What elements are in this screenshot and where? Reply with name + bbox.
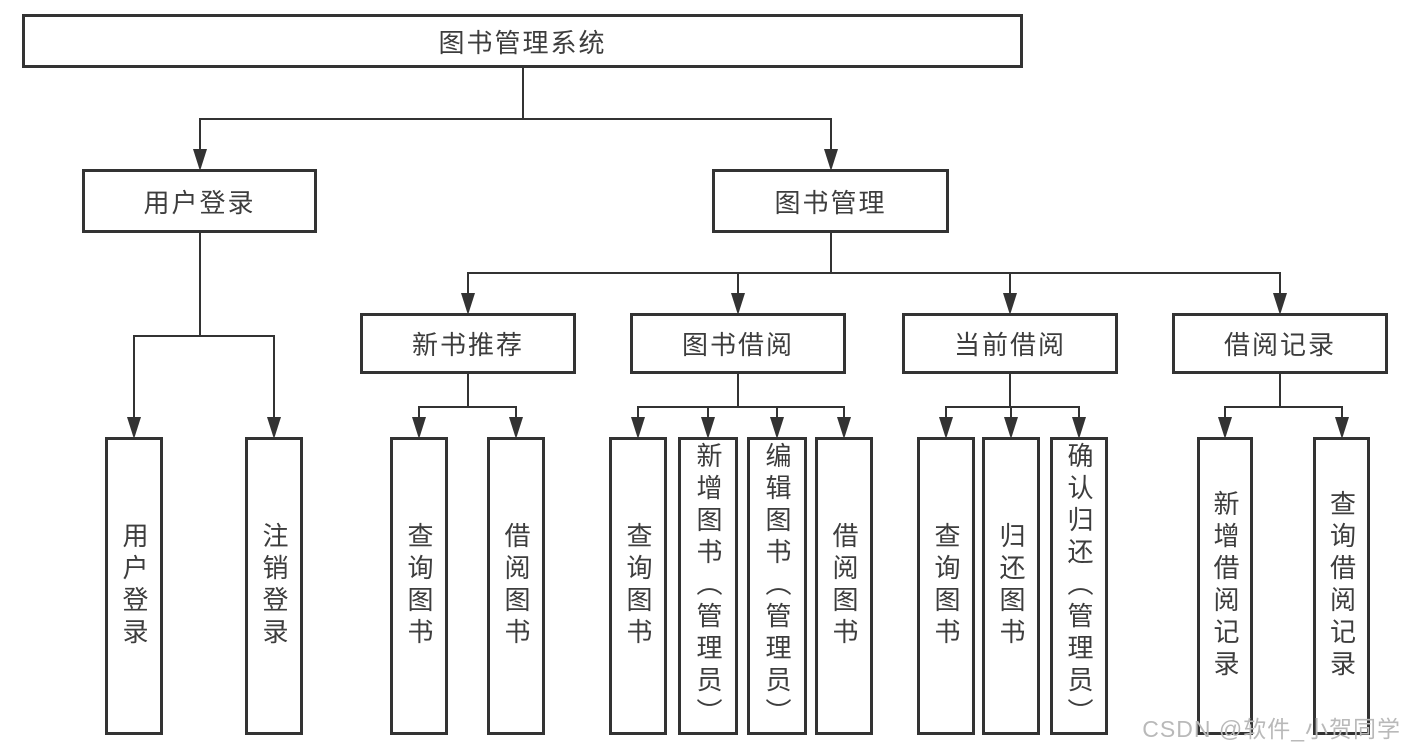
node-bb-borrow-books: 借阅图书	[815, 437, 873, 735]
node-br-query-record: 查询借阅记录	[1313, 437, 1370, 735]
connector-drop	[133, 335, 135, 419]
connector-stem	[829, 233, 832, 274]
node-label: 编辑图书（管理员）	[762, 442, 792, 730]
node-label: 确认归还（管理员）	[1064, 442, 1094, 730]
node-label: 图书借阅	[681, 330, 794, 360]
connector-stem	[1279, 374, 1281, 408]
node-label: 新书推荐	[411, 330, 524, 360]
connector-drop	[198, 118, 201, 151]
node-borrow-records: 借阅记录	[1172, 313, 1388, 374]
connector-stem	[198, 233, 201, 337]
connector-drop	[1340, 406, 1343, 419]
connector-drop	[776, 406, 778, 419]
connector-drop	[945, 406, 947, 419]
connector-drop	[829, 118, 832, 151]
connector-bar	[418, 406, 517, 408]
arrow-down-icon	[701, 417, 715, 439]
connector-bar	[467, 272, 1281, 274]
node-user-login: 用户登录	[82, 169, 317, 233]
node-label: 查询图书	[623, 522, 653, 650]
node-label: 借阅图书	[501, 522, 531, 650]
arrow-down-icon	[1273, 293, 1287, 315]
arrow-down-icon	[939, 417, 953, 439]
connector-bar	[198, 118, 832, 120]
node-label: 查询图书	[404, 522, 434, 650]
arrow-down-icon	[267, 417, 281, 439]
arrow-down-icon	[192, 149, 207, 171]
connector-bar	[1224, 406, 1343, 408]
connector-drop	[637, 406, 639, 419]
connector-drop	[418, 406, 420, 419]
node-book-borrowing: 图书借阅	[630, 313, 846, 374]
connector-drop	[273, 335, 275, 419]
node-label: 注销登录	[259, 522, 289, 650]
arrow-down-icon	[1004, 417, 1018, 439]
arrow-down-icon	[731, 293, 745, 315]
connector-drop	[1009, 272, 1011, 295]
connector-drop	[1010, 406, 1012, 419]
node-book-management: 图书管理	[712, 169, 949, 233]
node-nb-query-books: 查询图书	[390, 437, 448, 735]
arrow-down-icon	[127, 417, 141, 439]
node-nb-borrow-books: 借阅图书	[487, 437, 545, 735]
node-cb-query-books: 查询图书	[917, 437, 975, 735]
node-label: 新增借阅记录	[1210, 490, 1240, 682]
node-label: 当前借阅	[953, 330, 1066, 360]
connector-drop	[737, 272, 739, 295]
arrow-down-icon	[1003, 293, 1017, 315]
arrow-down-icon	[1072, 417, 1086, 439]
arrow-down-icon	[770, 417, 784, 439]
connector-bar	[637, 406, 845, 408]
arrow-down-icon	[837, 417, 851, 439]
connector-drop	[1224, 406, 1226, 419]
connector-stem	[467, 374, 469, 408]
arrow-down-icon	[509, 417, 523, 439]
node-label: 借阅图书	[829, 522, 859, 650]
node-logout-op: 注销登录	[245, 437, 303, 735]
node-label: 图书管理	[774, 187, 887, 218]
connector-stem	[1009, 374, 1011, 408]
node-label: 新增图书（管理员）	[693, 442, 723, 730]
connector-bar	[945, 406, 1080, 408]
watermark: CSDN @软件_小贺同学	[1142, 716, 1401, 742]
node-label: 归还图书	[996, 522, 1026, 650]
node-cb-return-books: 归还图书	[982, 437, 1040, 735]
node-bb-query-books: 查询图书	[609, 437, 667, 735]
connector-drop	[1279, 272, 1281, 295]
arrow-down-icon	[1334, 417, 1349, 439]
node-label: 图书管理系统	[438, 27, 607, 58]
node-current-borrowing: 当前借阅	[902, 313, 1118, 374]
node-label: 借阅记录	[1223, 330, 1336, 360]
connector-stem	[737, 374, 739, 408]
connector-drop	[843, 406, 845, 419]
node-label: 查询图书	[931, 522, 961, 650]
connector-bar	[133, 335, 275, 337]
node-cb-confirm-return: 确认归还（管理员）	[1050, 437, 1108, 735]
connector-drop	[1078, 406, 1080, 419]
node-bb-add-book: 新增图书（管理员）	[678, 437, 738, 735]
node-bb-edit-book: 编辑图书（管理员）	[747, 437, 807, 735]
connector-drop	[707, 406, 709, 419]
arrow-down-icon	[631, 417, 645, 439]
node-label: 用户登录	[119, 522, 149, 650]
node-label: 查询借阅记录	[1326, 490, 1357, 682]
connector-stem	[521, 68, 524, 120]
node-user-login-op: 用户登录	[105, 437, 163, 735]
arrow-down-icon	[412, 417, 426, 439]
arrow-down-icon	[823, 149, 838, 171]
connector-drop	[467, 272, 469, 295]
arrow-down-icon	[1218, 417, 1232, 439]
node-br-add-record: 新增借阅记录	[1197, 437, 1253, 735]
arrow-down-icon	[461, 293, 475, 315]
node-system: 图书管理系统	[22, 14, 1023, 68]
node-new-book-recommend: 新书推荐	[360, 313, 576, 374]
connector-drop	[515, 406, 517, 419]
node-label: 用户登录	[143, 187, 256, 218]
